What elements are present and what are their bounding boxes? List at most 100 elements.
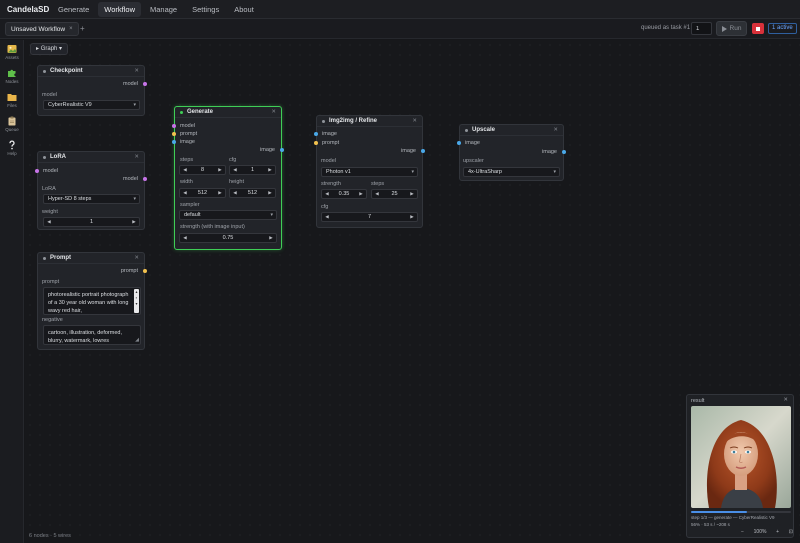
port-image-in[interactable] — [314, 132, 318, 136]
port-prompt-in[interactable] — [314, 141, 318, 145]
menu-settings[interactable]: Settings — [192, 4, 220, 14]
port-label-image-out: image — [401, 148, 416, 154]
close-icon[interactable]: ✕ — [134, 68, 139, 74]
field-label-cfg: cfg — [229, 157, 237, 163]
cfg-stepper[interactable]: ◀ 1 ▶ — [229, 165, 276, 175]
node-prompt-header[interactable]: Prompt ✕ — [38, 253, 144, 264]
node-checkpoint-header[interactable]: Checkpoint ✕ — [38, 66, 144, 77]
node-img2img[interactable]: Img2img / Refine ✕ image prompt image mo… — [314, 115, 425, 228]
node-checkpoint[interactable]: Checkpoint ✕ model model CyberRealistic … — [37, 65, 147, 116]
rail-help[interactable]: Help — [0, 140, 24, 156]
active-badge[interactable]: 1 active — [768, 23, 797, 34]
port-image-out[interactable] — [562, 150, 566, 154]
strength-stepper[interactable]: ◀ 0.75 ▶ — [179, 233, 277, 243]
img2img-strength-stepper[interactable]: ◀ 0.35 ▶ — [321, 189, 367, 199]
node-lora-header[interactable]: LoRA ✕ — [38, 152, 144, 163]
node-img2img-header[interactable]: Img2img / Refine ✕ — [317, 116, 422, 127]
port-image-out[interactable] — [421, 149, 425, 153]
port-image-in[interactable] — [457, 141, 461, 145]
negative-textarea[interactable]: cartoon, illustration, deformed, blurry,… — [43, 325, 141, 345]
increment-icon[interactable]: ▶ — [410, 191, 414, 196]
decrement-icon[interactable]: ◀ — [183, 167, 187, 172]
sampler-select[interactable]: default ▾ — [179, 210, 277, 220]
fit-icon[interactable]: ⊡ — [788, 528, 793, 535]
node-prompt[interactable]: Prompt ✕ prompt prompt photorealistic po… — [37, 252, 147, 350]
increment-icon[interactable]: ▶ — [218, 190, 222, 195]
graph-view-button[interactable]: ▸ Graph ▾ — [30, 43, 69, 55]
rail-assets-label: Assets — [5, 55, 19, 60]
height-stepper[interactable]: ◀ 512 ▶ — [229, 188, 276, 198]
decrement-icon[interactable]: ◀ — [375, 191, 379, 196]
graph-canvas[interactable] — [25, 40, 800, 543]
port-prompt-out[interactable] — [143, 269, 147, 273]
add-tab-button[interactable]: + — [80, 24, 85, 33]
textarea-scrollbar[interactable]: ▴▪▾ — [134, 289, 139, 313]
port-image-out[interactable] — [280, 148, 284, 152]
port-model-out[interactable] — [143, 177, 147, 181]
node-upscale[interactable]: Upscale ✕ image image upscaler 4x-UltraS… — [457, 124, 566, 181]
decrement-icon[interactable]: ◀ — [325, 191, 329, 196]
port-label-image-out: image — [260, 147, 275, 153]
port-image-in[interactable] — [172, 140, 176, 144]
increment-icon[interactable]: ▶ — [359, 191, 363, 196]
increment-icon[interactable]: ▶ — [132, 219, 136, 224]
close-icon[interactable]: ✕ — [553, 127, 558, 133]
lora-select[interactable]: Hyper-SD 8 steps ▾ — [43, 194, 140, 204]
img2img-model-select[interactable]: Photon v1 ▾ — [321, 167, 418, 177]
rail-files[interactable]: Files — [0, 92, 24, 108]
result-image[interactable] — [691, 406, 791, 508]
width-stepper[interactable]: ◀ 512 ▶ — [179, 188, 226, 198]
node-generate[interactable]: Generate ✕ model prompt image image step… — [172, 106, 284, 250]
chevron-down-icon: ▾ — [411, 169, 414, 175]
menu-workflow[interactable]: Workflow — [98, 1, 141, 17]
zoom-out-button[interactable]: − — [741, 528, 744, 535]
steps-stepper[interactable]: ◀ 8 ▶ — [179, 165, 226, 175]
close-icon[interactable]: × — [69, 26, 73, 32]
close-icon[interactable]: ✕ — [783, 397, 788, 403]
decrement-icon[interactable]: ◀ — [325, 214, 329, 219]
close-icon[interactable]: ✕ — [271, 109, 276, 115]
menu-about[interactable]: About — [234, 4, 254, 14]
close-icon[interactable]: ✕ — [412, 118, 417, 124]
port-model-out[interactable] — [143, 82, 147, 86]
zoom-in-button[interactable]: + — [776, 528, 780, 535]
checkpoint-model-select[interactable]: CyberRealistic V9 ▾ — [43, 100, 140, 110]
run-button[interactable]: Run — [716, 21, 747, 36]
close-icon[interactable]: ✕ — [134, 154, 139, 160]
decrement-icon[interactable]: ◀ — [233, 167, 237, 172]
increment-icon[interactable]: ▶ — [218, 167, 222, 172]
node-lora[interactable]: LoRA ✕ model model LoRA Hyper-SD 8 steps… — [35, 151, 147, 230]
rail-assets[interactable]: Assets — [0, 44, 24, 60]
rail-queue[interactable]: Queue — [0, 116, 24, 132]
lora-weight-stepper[interactable]: ◀ 1 ▶ — [43, 217, 140, 227]
play-icon — [721, 25, 727, 32]
img2img-steps-stepper[interactable]: ◀ 25 ▶ — [371, 189, 418, 199]
puzzle-icon — [8, 69, 16, 77]
menu-generate[interactable]: Generate — [58, 4, 90, 14]
decrement-icon[interactable]: ◀ — [183, 235, 187, 240]
node-upscale-header[interactable]: Upscale ✕ — [460, 125, 563, 136]
node-generate-title: Generate — [187, 109, 214, 115]
workflow-tab[interactable]: Unsaved Workflow × — [5, 22, 79, 36]
port-prompt-in[interactable] — [172, 132, 176, 136]
img2img-cfg-stepper[interactable]: ◀ 7 ▶ — [321, 212, 418, 222]
menu-manage[interactable]: Manage — [149, 4, 178, 14]
rail-nodes[interactable]: Nodes — [0, 68, 24, 84]
resize-handle-icon[interactable]: ◢ — [135, 337, 139, 343]
queue-count-input[interactable] — [691, 22, 712, 35]
increment-icon[interactable]: ▶ — [410, 214, 414, 219]
close-icon[interactable]: ✕ — [134, 255, 139, 261]
stop-button[interactable] — [752, 23, 764, 34]
increment-icon[interactable]: ▶ — [268, 167, 272, 172]
decrement-icon[interactable]: ◀ — [47, 219, 51, 224]
port-model-in[interactable] — [172, 124, 176, 128]
decrement-icon[interactable]: ◀ — [233, 190, 237, 195]
prompt-textarea[interactable]: photorealistic portrait photograph of a … — [43, 287, 141, 315]
upscaler-select[interactable]: 4x-UltraSharp ▾ — [463, 167, 560, 177]
node-generate-header[interactable]: Generate ✕ — [175, 107, 281, 118]
cfg-value: 1 — [250, 167, 255, 173]
port-model-in[interactable] — [35, 169, 39, 173]
increment-icon[interactable]: ▶ — [268, 190, 272, 195]
decrement-icon[interactable]: ◀ — [183, 190, 187, 195]
increment-icon[interactable]: ▶ — [269, 235, 273, 240]
